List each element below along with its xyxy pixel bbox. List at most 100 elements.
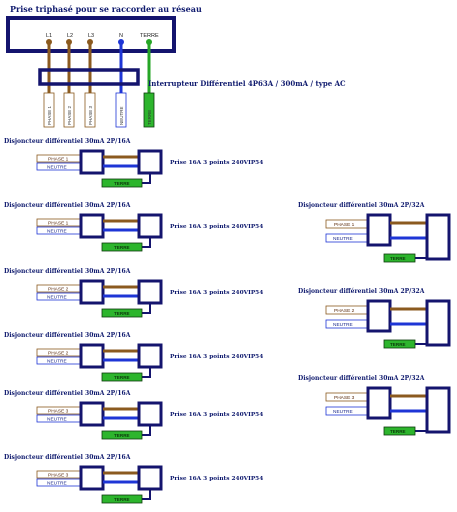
phase-tag-label: PHASE 1	[334, 222, 355, 228]
diagram-title: Prise triphasé pour se raccorder au rése…	[10, 4, 202, 14]
outlet-box	[425, 213, 451, 261]
breaker-box	[79, 343, 105, 369]
neutral-tag-label: NEUTRE	[47, 481, 67, 487]
phase-tag-label: PHASE 2	[48, 287, 69, 293]
left-circuit-1: Disjoncteur différentiel 30mA 2P/16A PHAS…	[4, 138, 263, 188]
plug-phase-1-label: PHASE 1	[47, 105, 52, 125]
earth-tag	[383, 339, 416, 349]
breaker-title: Disjoncteur différentiel 30mA 2P/16A	[4, 138, 131, 145]
phase-tag-label: PHASE 2	[334, 308, 355, 314]
earth-tag	[383, 426, 416, 436]
breaker-box	[366, 299, 392, 333]
phase-tag-label: PHASE 3	[334, 395, 355, 401]
earth-tag	[101, 308, 143, 318]
terminal-label-terre: TERRE	[140, 33, 159, 39]
earth-wire	[142, 237, 151, 248]
right-circuit-2: Disjoncteur différentiel 30mA 2P/32A PHAS…	[298, 288, 451, 349]
breaker-box	[79, 465, 105, 491]
breaker-box	[79, 401, 105, 427]
breaker-title: Disjoncteur différentiel 30mA 2P/16A	[4, 454, 131, 461]
outlet-box	[425, 386, 451, 434]
socket-box	[137, 343, 163, 369]
terminal-dot-l2	[66, 39, 72, 45]
outlet-label: Prise 16A 3 points 240VIP54	[170, 160, 263, 166]
breaker-title: Disjoncteur différentiel 30mA 2P/16A	[4, 268, 131, 275]
phase-tag-label: PHASE 1	[48, 157, 69, 163]
earth-tag-label: TERRE	[114, 497, 130, 502]
earth-tag-label: TERRE	[114, 245, 130, 250]
neutral-tag-label: NEUTRE	[333, 236, 353, 242]
neutral-tag-label: NEUTRE	[333, 322, 353, 328]
phase-tag-label: PHASE 1	[48, 221, 69, 227]
plug-neutre-label: NEUTRE	[119, 106, 124, 125]
plug-phase-1: PHASE 1	[43, 92, 55, 128]
plug-phase-2: PHASE 2	[63, 92, 75, 128]
neutral-tag-label: NEUTRE	[47, 229, 67, 235]
terminal-dot-l3	[87, 39, 93, 45]
breaker-title: Disjoncteur différentiel 30mA 2P/32A	[298, 202, 425, 209]
outlet-label: Prise 16A 3 points 240VIP54	[170, 354, 263, 360]
neutral-tag-label: NEUTRE	[47, 417, 67, 423]
earth-tag-label: TERRE	[114, 375, 130, 380]
earth-tag-label: TERRE	[390, 429, 406, 434]
left-circuit-2: Disjoncteur différentiel 30mA 2P/16A PHAS…	[4, 202, 263, 252]
plug-neutre: NEUTRE	[115, 92, 127, 128]
right-circuit-column: Disjoncteur différentiel 30mA 2P/32A PHAS…	[298, 202, 451, 436]
breaker-title: Disjoncteur différentiel 30mA 2P/32A	[298, 288, 425, 295]
socket-box	[137, 149, 163, 175]
socket-box	[137, 401, 163, 427]
differential-switch	[38, 68, 140, 86]
plug-phase-3: PHASE 3	[84, 92, 96, 128]
left-circuit-6: Disjoncteur différentiel 30mA 2P/16A PHAS…	[4, 454, 263, 504]
outlet-label: Prise 16A 3 points 240VIP54	[170, 476, 263, 482]
breaker-title: Disjoncteur différentiel 30mA 2P/16A	[4, 202, 131, 209]
breaker-box	[366, 213, 392, 247]
earth-tag	[101, 372, 143, 382]
terminal-dot-terre	[146, 39, 152, 45]
left-circuit-3: Disjoncteur différentiel 30mA 2P/16A PHAS…	[4, 268, 263, 318]
breaker-box	[79, 149, 105, 175]
plug-terre: TERRE	[143, 92, 155, 128]
left-circuit-4: Disjoncteur différentiel 30mA 2P/16APHAS…	[4, 332, 263, 382]
plug-phase-2-label: PHASE 2	[67, 105, 72, 125]
socket-box	[137, 279, 163, 305]
earth-wire	[142, 367, 151, 378]
breaker-box	[366, 386, 392, 420]
earth-wire	[142, 489, 151, 500]
left-circuit-column: Disjoncteur différentiel 30mA 2P/16A PHAS…	[4, 138, 263, 504]
earth-wire	[142, 425, 151, 436]
terminal-label-n: N	[119, 33, 123, 39]
earth-tag	[101, 242, 143, 252]
breaker-title: Disjoncteur différentiel 30mA 2P/16A	[4, 332, 131, 339]
earth-tag-label: TERRE	[114, 181, 130, 186]
earth-wire	[142, 173, 151, 184]
earth-tag-label: TERRE	[390, 256, 406, 261]
terminal-label-l1: L1	[46, 33, 52, 39]
earth-tag	[101, 178, 143, 188]
outlet-label: Prise 16A 3 points 240VIP54	[170, 290, 263, 296]
socket-box	[137, 213, 163, 239]
differential-switch-label: Interrupteur Différentiel 4P63A / 300mA …	[148, 79, 346, 88]
outlet-label: Prise 16A 3 points 240VIP54	[170, 224, 263, 230]
terminal-label-l2: L2	[67, 33, 73, 39]
earth-tag-label: TERRE	[114, 311, 130, 316]
phase-tag-label: PHASE 3	[48, 473, 69, 479]
earth-wire	[142, 303, 151, 314]
earth-tag-label: TERRE	[390, 342, 406, 347]
socket-box	[137, 465, 163, 491]
neutral-tag-label: NEUTRE	[333, 409, 353, 415]
right-circuit-1: Disjoncteur différentiel 30mA 2P/32A PHAS…	[298, 202, 451, 263]
terminal-dot-n	[118, 39, 124, 45]
neutral-tag-label: NEUTRE	[47, 165, 67, 171]
neutral-tag-label: NEUTRE	[47, 359, 67, 365]
earth-tag	[383, 253, 416, 263]
terminal-dot-l1	[46, 39, 52, 45]
right-circuit-3: Disjoncteur différentiel 30mA 2P/32APHAS…	[298, 375, 451, 436]
breaker-box	[79, 213, 105, 239]
breaker-box	[79, 279, 105, 305]
breaker-title: Disjoncteur différentiel 30mA 2P/16A	[4, 390, 131, 397]
phase-tag-label: PHASE 3	[48, 409, 69, 415]
outlet-label: Prise 16A 3 points 240VIP54	[170, 412, 263, 418]
left-circuit-5: Disjoncteur différentiel 30mA 2P/16A PHAS…	[4, 390, 263, 440]
